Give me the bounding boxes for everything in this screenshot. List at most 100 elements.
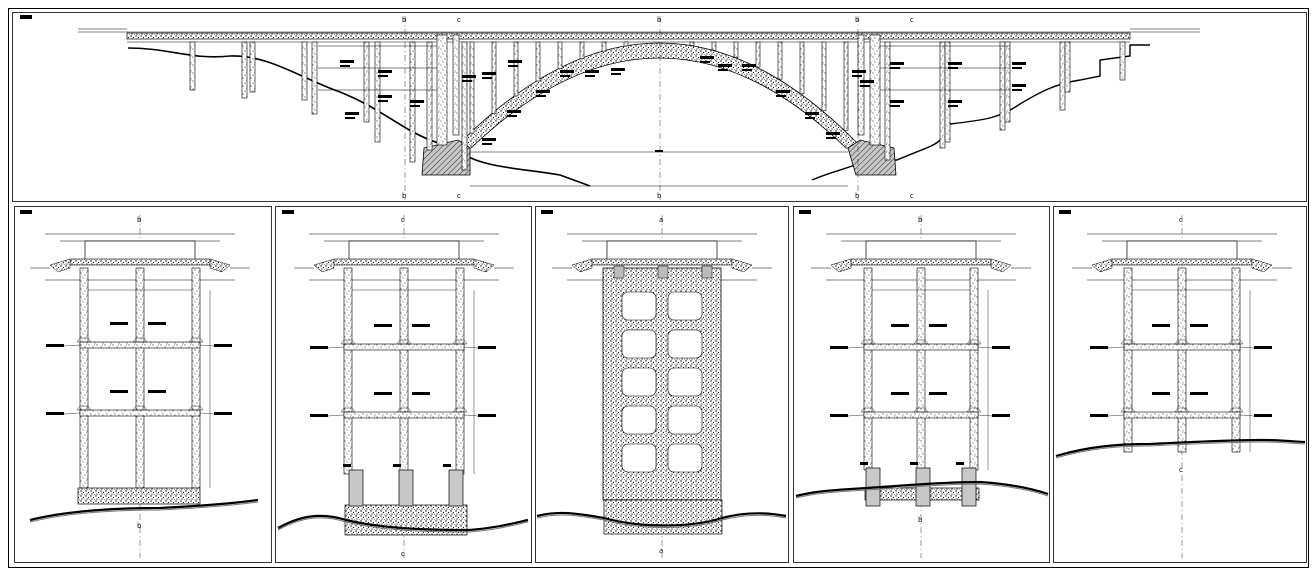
haunch: [452, 407, 468, 413]
ground-hatch: [795, 483, 1049, 499]
callout-label: [805, 117, 815, 119]
ground-line: [536, 511, 787, 527]
bearing-block: [657, 265, 669, 279]
callout-label: [508, 60, 522, 63]
callout-label: [46, 412, 64, 415]
axis-marker-b: b: [657, 192, 662, 200]
callout-label: [148, 322, 166, 325]
pile-cap: [915, 467, 931, 507]
haunch: [132, 337, 148, 343]
ground-profile: [127, 47, 591, 187]
deck-girder: [865, 240, 977, 262]
callout-label: [462, 80, 472, 82]
callout-label: [560, 70, 574, 73]
spandrel-column: [491, 41, 497, 114]
ground-line: [277, 514, 529, 532]
tie-beam: [79, 341, 201, 349]
pier-section-4: bb: [795, 215, 1049, 558]
spandrel-column: [557, 41, 563, 69]
callout-label: [860, 462, 868, 465]
leader-line: [1107, 414, 1125, 417]
haunch: [1120, 407, 1136, 413]
leader-line: [977, 346, 993, 349]
pier-column: [1231, 267, 1241, 453]
approach-pier: [1004, 41, 1011, 123]
callout-label: [948, 105, 958, 107]
deck-slab: [333, 258, 475, 266]
pier-column: [969, 267, 979, 471]
callout-label: [340, 60, 354, 63]
leader-line: [63, 412, 81, 415]
deck-girder: [348, 240, 460, 262]
pier-opening: [667, 291, 703, 321]
callout-label: [536, 95, 546, 97]
callout-label: [1190, 392, 1208, 395]
spandrel-column: [535, 41, 541, 82]
pier-column: [916, 267, 926, 471]
cantilever-right: [473, 258, 495, 273]
pier-column: [135, 267, 145, 489]
haunch: [1120, 339, 1136, 345]
haunch: [913, 339, 929, 345]
spandrel-column: [623, 41, 629, 47]
spandrel-columns: [469, 41, 849, 134]
callout-label: [891, 324, 909, 327]
callout-label: [890, 100, 904, 103]
callout-label: [374, 392, 392, 395]
callout-label: [340, 65, 350, 67]
callout-label: [929, 392, 947, 395]
deck-girder: [1126, 240, 1238, 262]
callout-label: [929, 324, 947, 327]
callout-label: [214, 412, 232, 415]
tie-beam: [79, 409, 201, 417]
bearing-block: [613, 265, 625, 279]
spandrel-column: [821, 41, 827, 112]
leader-line: [199, 412, 215, 415]
callout-label: [611, 73, 621, 75]
callout-label: [585, 75, 595, 77]
leader-line: [463, 414, 479, 417]
ground-line: [29, 498, 259, 522]
callout-label: [700, 56, 714, 59]
axis-markers-elevation: b c b b c b c b b c: [402, 16, 914, 200]
ground-line: [1055, 438, 1306, 458]
ground-hatch: [536, 514, 787, 528]
leader-line: [1107, 346, 1125, 349]
approach-pier: [1059, 41, 1066, 111]
pier-section-3: aa: [536, 215, 787, 558]
approach-piers-right: [880, 41, 1126, 161]
callout-label: [1190, 324, 1208, 327]
approach-pier: [1064, 41, 1071, 93]
axis-marker-c: c: [1179, 466, 1183, 474]
sheet-frames: [8, 8, 1309, 568]
axis-marker-b: b: [137, 216, 142, 224]
axis-marker-b: b: [402, 192, 407, 200]
pier-opening: [621, 367, 657, 397]
callout-label: [478, 414, 496, 417]
axis-marker-a: a: [659, 547, 663, 555]
leader-line: [1239, 414, 1255, 417]
haunch: [340, 407, 356, 413]
callout-label: [1012, 67, 1022, 69]
pier-column: [79, 267, 89, 489]
approach-pier: [461, 41, 468, 171]
main-pier-left-2: [452, 34, 460, 136]
pier-column: [399, 267, 409, 475]
callout-label: [890, 105, 900, 107]
haunch: [966, 339, 982, 345]
haunch: [966, 407, 982, 413]
leader-line: [847, 414, 865, 417]
haunch: [1228, 407, 1244, 413]
spandrel-column: [711, 41, 717, 51]
callout-label: [482, 138, 496, 141]
haunch: [452, 339, 468, 345]
leader-line: [327, 346, 345, 349]
deck-slab: [1111, 258, 1253, 266]
cantilever-right: [1251, 258, 1273, 273]
callout-label: [378, 75, 388, 77]
callout-label: [860, 80, 874, 83]
axis-marker-b: b: [137, 522, 142, 530]
callout-label: [611, 68, 625, 71]
tie-beam: [863, 411, 979, 419]
haunch: [1228, 339, 1244, 345]
